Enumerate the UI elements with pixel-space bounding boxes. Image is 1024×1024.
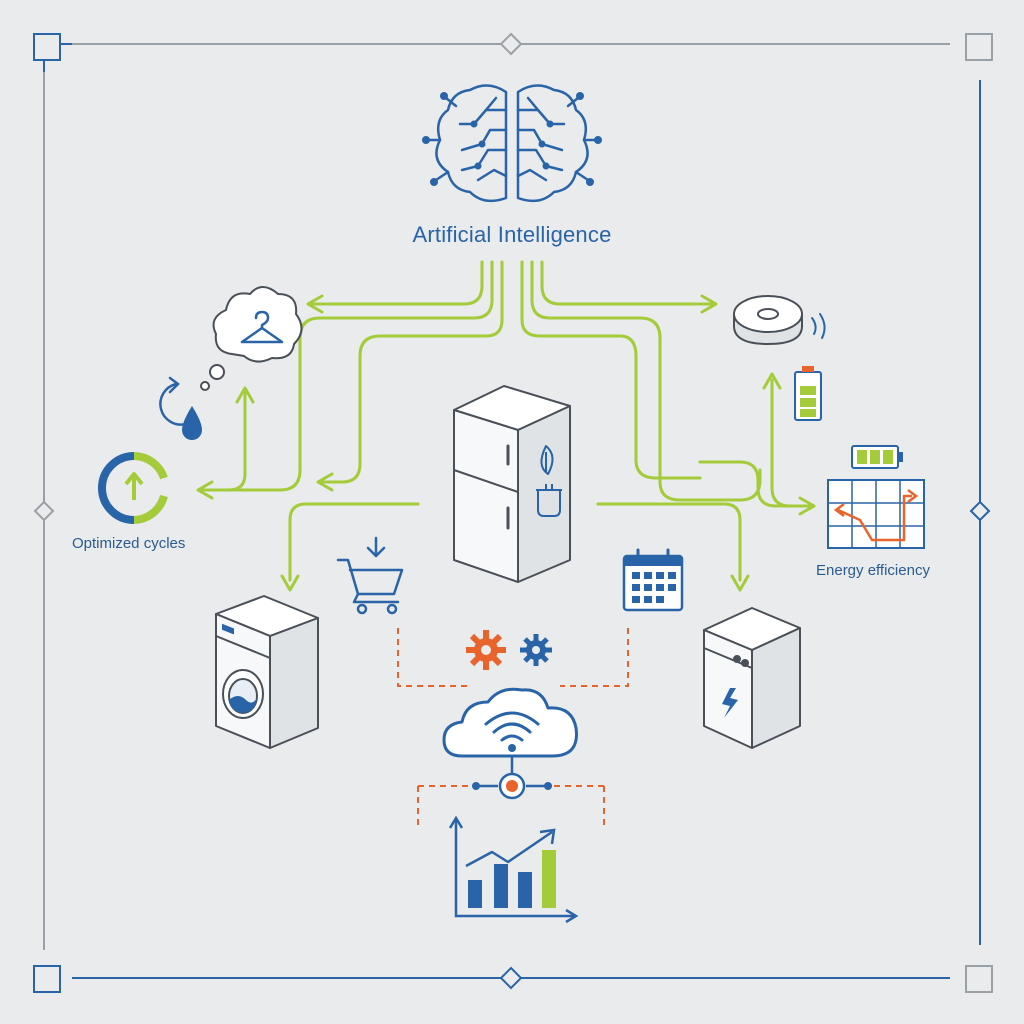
water-drop-icon (182, 406, 202, 440)
battery-icon (794, 366, 822, 421)
battery-horizontal-icon (851, 445, 903, 469)
energy-efficiency-label: Energy efficiency (816, 562, 930, 579)
hanger-thought-bubble-icon (200, 286, 303, 391)
energy-grid-chart-icon (827, 479, 925, 549)
dryer-appliance-icon (703, 607, 801, 749)
optimized-cycles-label: Optimized cycles (72, 535, 186, 552)
cloud-wifi-icon (442, 687, 578, 800)
bar-chart-icon (448, 815, 579, 924)
frame-border (33, 32, 993, 993)
refrigerator-icon (453, 385, 571, 583)
recycle-cycle-icon (98, 452, 168, 524)
shopping-cart-icon (336, 536, 404, 615)
robot-vacuum-icon (733, 295, 826, 346)
washing-machine-icon (215, 595, 319, 749)
diagram-title: Artificial Intelligence (412, 222, 612, 247)
flow-connectors (196, 260, 816, 592)
brain-circuit-icon (422, 84, 602, 203)
rotate-arrow-icon (159, 376, 188, 426)
gears-icon (466, 630, 552, 670)
calendar-icon (622, 548, 684, 612)
